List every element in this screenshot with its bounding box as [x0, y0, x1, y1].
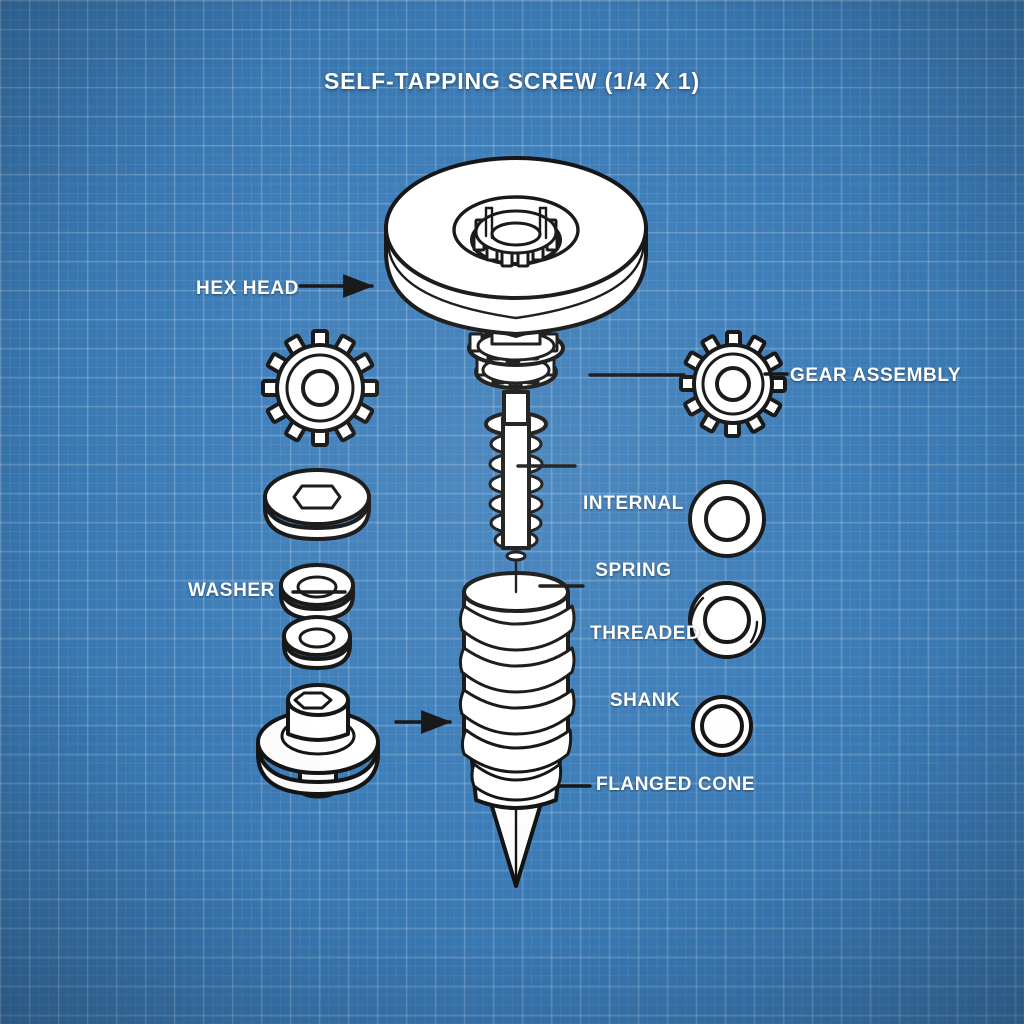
right-parts-column: [679, 330, 787, 757]
label-internal-spring-line1: INTERNAL: [583, 492, 684, 514]
label-washer: WASHER: [188, 580, 275, 601]
upper-shank-part: [502, 390, 530, 426]
label-threaded-shank-line1: THREADED: [590, 622, 701, 644]
left-washer-ring-2: [279, 563, 355, 621]
left-washer-ring-3: [282, 615, 352, 670]
left-gear-icon: [261, 329, 379, 447]
main-screw-assembly: [384, 156, 648, 888]
right-ring-3: [691, 695, 753, 757]
diagram-title: SELF-TAPPING SCREW (1/4 X 1): [324, 68, 700, 94]
threaded-shank-part: [458, 550, 576, 888]
label-flanged-cone: FLANGED CONE: [596, 774, 756, 795]
label-hex-head: HEX HEAD: [196, 278, 299, 299]
label-internal-spring-line2: SPRING: [595, 560, 672, 582]
hex-head-part: [384, 156, 648, 338]
internal-spring-part: [484, 411, 548, 551]
left-flanged-hex-part: [256, 683, 380, 799]
under-head-gear-stack: [467, 324, 565, 390]
left-parts-column: [256, 329, 380, 799]
left-washer-hex: [263, 468, 371, 541]
right-ring-2: [688, 581, 766, 659]
head-socket-gear: [470, 206, 562, 268]
right-gear-icon: [679, 330, 787, 438]
label-internal-spring: INTERNAL SPRING: [583, 448, 684, 627]
label-threaded-shank-line2: SHANK: [609, 690, 681, 712]
label-gear-assembly: GEAR ASSEMBLY: [790, 365, 962, 386]
callout-leader-lines: [291, 274, 789, 788]
label-threaded-shank: THREADED SHANK: [590, 578, 700, 757]
thread-helix: [458, 604, 576, 802]
right-ring-1: [688, 480, 766, 558]
